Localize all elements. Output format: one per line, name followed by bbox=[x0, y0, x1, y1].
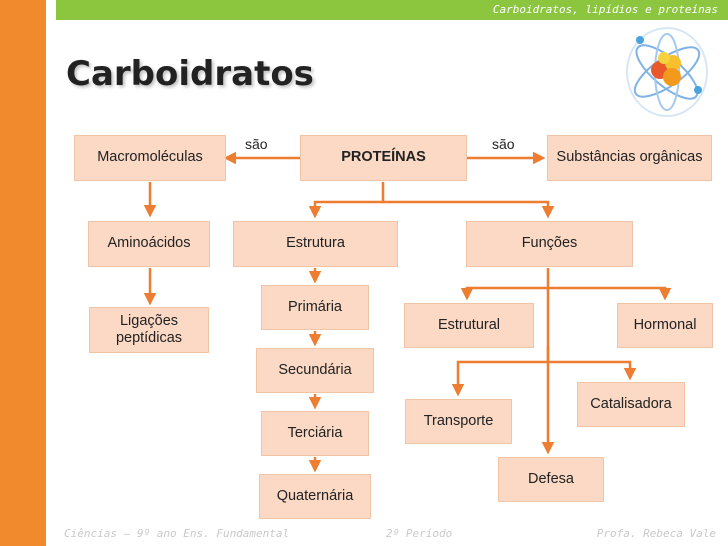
node-macromoleculas: Macromoléculas bbox=[74, 135, 226, 181]
node-funcoes: Funções bbox=[466, 221, 633, 267]
node-secundaria: Secundária bbox=[256, 348, 374, 393]
footer-period: 2º Período bbox=[386, 527, 453, 540]
link-label-right: são bbox=[492, 136, 515, 152]
node-estrutural: Estrutural bbox=[404, 303, 534, 348]
footer-course: Ciências – 9º ano Ens. Fundamental bbox=[64, 527, 290, 540]
node-hormonal: Hormonal bbox=[617, 303, 713, 348]
node-terciaria: Terciária bbox=[261, 411, 369, 456]
node-defesa: Defesa bbox=[498, 457, 604, 502]
header-band: Carboidratos, lipídios e proteínas bbox=[56, 0, 728, 20]
node-aminoacidos: Aminoácidos bbox=[88, 221, 210, 267]
node-quaternaria: Quaternária bbox=[259, 474, 371, 519]
node-transporte: Transporte bbox=[405, 399, 512, 444]
node-ligacoes-peptidicas: Ligações peptídicas bbox=[89, 307, 209, 353]
link-label-left: são bbox=[245, 136, 268, 152]
node-proteinas: PROTEÍNAS bbox=[300, 135, 467, 181]
header-title: Carboidratos, lipídios e proteínas bbox=[492, 3, 718, 16]
node-estrutura: Estrutura bbox=[233, 221, 398, 267]
node-primaria: Primária bbox=[261, 285, 369, 330]
page-title: Carboidratos bbox=[66, 54, 314, 94]
footer-teacher: Profa. Rebeca Vale bbox=[596, 527, 716, 540]
node-catalisadora: Catalisadora bbox=[577, 382, 685, 427]
atom-logo-icon bbox=[626, 27, 708, 117]
node-substancias-organicas: Substâncias orgânicas bbox=[547, 135, 712, 181]
left-accent-bar bbox=[0, 0, 46, 546]
